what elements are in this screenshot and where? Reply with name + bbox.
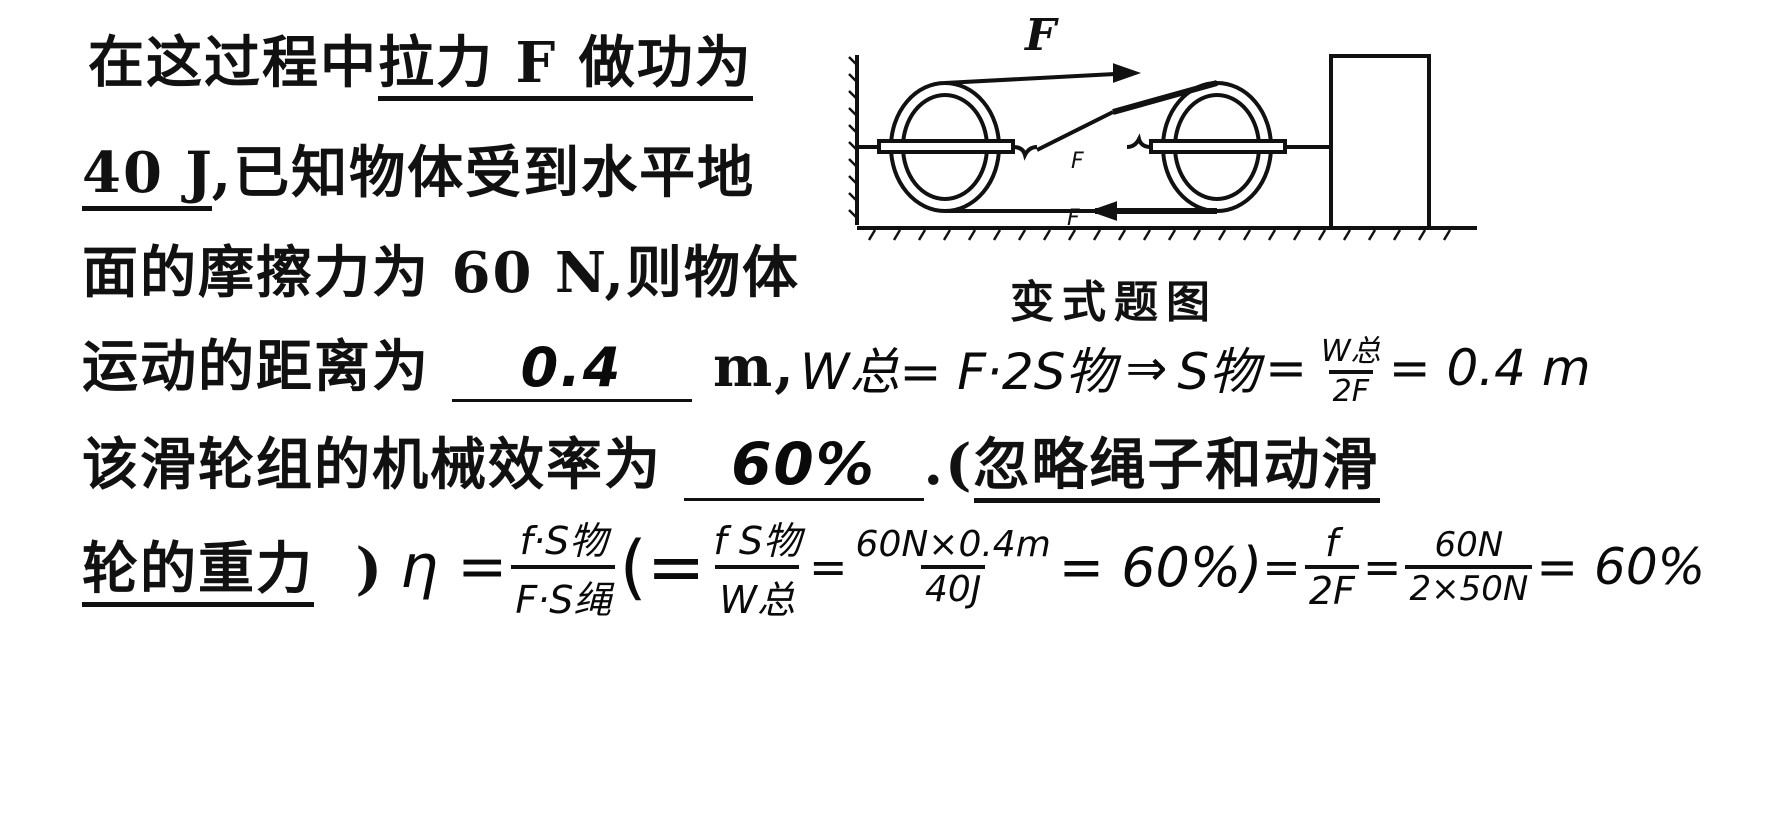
fraction-numeric: 60N×0.4m 40J [852, 524, 1055, 610]
distance-result: = 0.4 m [1388, 338, 1591, 397]
handwritten-distance-derivation: W总 = F·2S物 ⇒ S物 = W总 2F = 0.4 m [800, 326, 1591, 409]
fraction-f-over-2f: f 2F [1304, 521, 1359, 613]
handwritten-efficiency-derivation: η = f·S物 F·S绳 (= f S物 W总 = 60N×0.4m 40J … [400, 510, 1705, 624]
problem-line-4: 运动的距离为 0.4 m, [82, 322, 796, 403]
fraction-denominator: W总 [715, 565, 799, 624]
rope-label-upper: F [1071, 149, 1084, 174]
fraction-fs-over-w: f S物 W总 [709, 510, 805, 624]
equals: = [1265, 338, 1308, 397]
force-label: F [1023, 10, 1059, 61]
line2-text: ,已知物体受到水平地 [211, 140, 756, 206]
pulley-diagram: F F F [848, 10, 1477, 241]
equals: = [809, 540, 848, 594]
work-value-underlined: 40 J [82, 140, 212, 211]
fraction-numerator: f·S物 [519, 519, 608, 563]
problem-line-1: 在这过程中拉力 F 做功为 [88, 18, 753, 101]
line4-text: 运动的距离为 [82, 334, 430, 400]
fraction-fs-over-fs: f·S物 F·S绳 [511, 510, 616, 624]
line1-underlined: 拉力 F 做功为 [378, 30, 753, 101]
work-eq: = F·2S物 [899, 342, 1116, 401]
line6-paren: ) [355, 536, 384, 602]
eta-symbol: η = [400, 532, 508, 602]
figure-caption: 变式题图 [1010, 277, 1218, 328]
fraction-denominator: F·S绳 [511, 565, 616, 624]
problem-line-2: 40 J,已知物体受到水平地 [82, 128, 756, 211]
fraction-numerator: 60N [1434, 525, 1504, 565]
efficiency-answer-blank: 60% [683, 430, 924, 501]
fraction-denominator: 2F [1328, 370, 1374, 409]
fraction-numerator: f S物 [713, 519, 801, 563]
distance-answer-blank: 0.4 [451, 336, 692, 402]
implies-symbol: ⇒ [1125, 338, 1168, 397]
fraction-denominator: 40J [920, 565, 986, 610]
efficiency-result: = 60% [1536, 538, 1706, 596]
fraction-numerator: 60N×0.4m [855, 524, 1051, 565]
fraction-denominator: 2×50N [1405, 565, 1533, 609]
rope-label-lower: F [1067, 206, 1080, 231]
intermediate-result: = 60%) [1058, 535, 1263, 599]
distance-unit: m, [713, 334, 796, 400]
paren-open: (= [619, 526, 706, 608]
distance-symbol: S物 [1177, 342, 1260, 401]
problem-line-6: 轮的重力 ) [82, 524, 384, 607]
line1-text: 在这过程中 [88, 30, 378, 96]
line5-punct: .( [923, 432, 974, 498]
equals: = [1262, 540, 1301, 594]
fraction-w-over-2f: W总 2F [1317, 326, 1385, 409]
fraction-numerator: W总 [1321, 334, 1381, 369]
fraction-numerator: f [1325, 521, 1339, 565]
work-total-symbol: W总 [800, 342, 900, 401]
equals: = [1362, 540, 1402, 594]
fraction-60-over-100: 60N 2×50N [1405, 525, 1533, 609]
problem-line-3: 面的摩擦力为 60 N,则物体 [82, 228, 800, 309]
problem-line-5: 该滑轮组的机械效率为 60%.(忽略绳子和动滑 [82, 420, 1380, 503]
line3-text: 面的摩擦力为 60 N,则物体 [82, 240, 801, 306]
fraction-denominator: 2F [1304, 565, 1359, 613]
ignore-note-underlined-cont: 轮的重力 [82, 536, 314, 607]
ignore-note-underlined: 忽略绳子和动滑 [973, 432, 1380, 503]
line5-text: 该滑轮组的机械效率为 [82, 432, 662, 498]
